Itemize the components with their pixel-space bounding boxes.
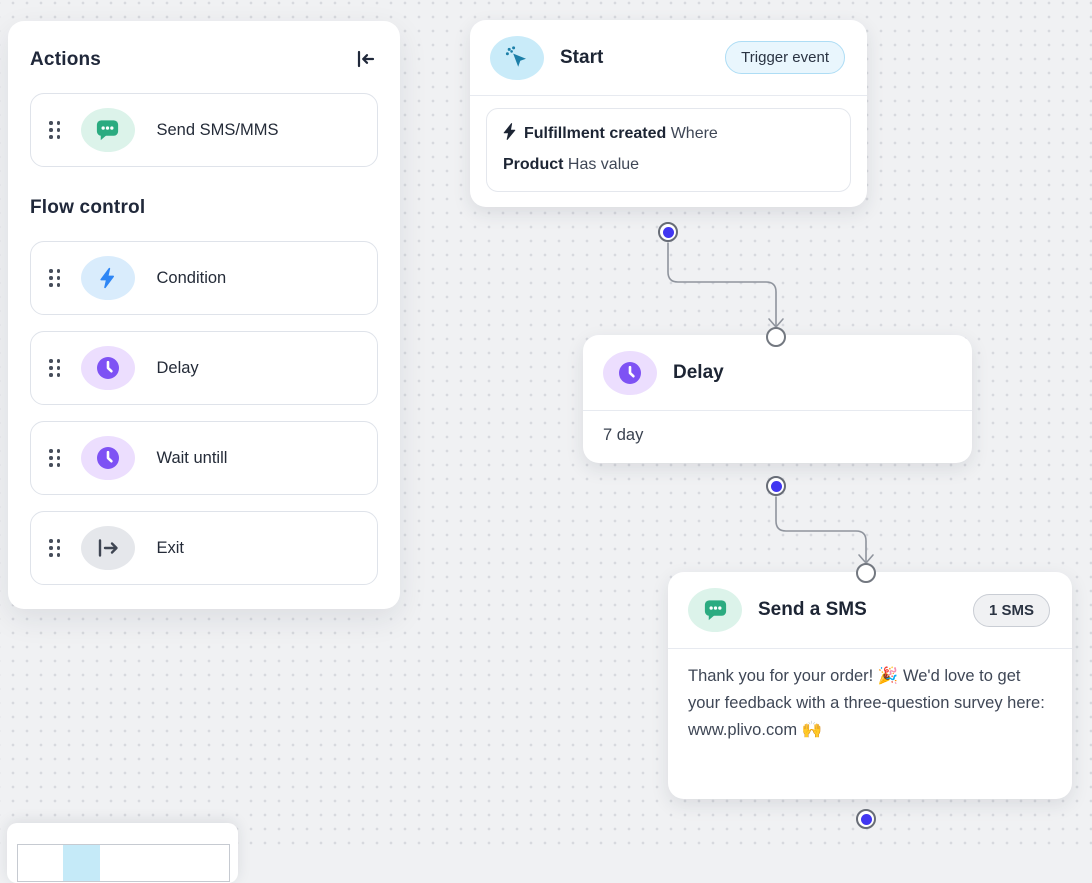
node-start[interactable]: Start Trigger event Fulfillment created … [470, 20, 867, 207]
node-start-header: Start Trigger event [470, 20, 867, 96]
panel-header: Actions [30, 45, 378, 75]
palette-item-label: Delay [156, 358, 199, 377]
palette-item-exit[interactable]: Exit [30, 511, 378, 585]
collapse-left-icon [354, 48, 376, 73]
edge-delay-to-sms [775, 496, 867, 564]
trigger-field-name: Product [503, 156, 564, 173]
sms-message-text: Thank you for your order! 🎉 We'd love to… [688, 667, 1045, 739]
palette-item-label: Condition [156, 268, 227, 287]
lightning-bolt-icon [503, 121, 517, 150]
source-handle-sms[interactable] [856, 809, 876, 829]
delay-clock-icon [603, 350, 657, 395]
minimap-viewport[interactable] [63, 845, 100, 881]
drag-handle-icon[interactable] [49, 359, 61, 377]
sms-chat-icon [688, 588, 742, 632]
sms-count-badge: 1 SMS [972, 593, 1050, 627]
source-handle-delay[interactable] [766, 476, 786, 496]
collapse-panel-button[interactable] [352, 46, 378, 75]
trigger-condition-label: Has value [567, 156, 640, 173]
start-click-cursor-icon [490, 35, 544, 80]
palette-item-label: Wait untill [156, 448, 228, 467]
node-delay[interactable]: Delay 7 day [583, 335, 972, 463]
arrowhead-icon [768, 318, 784, 328]
panel-title: Actions [30, 49, 102, 70]
drag-handle-icon[interactable] [49, 449, 61, 467]
trigger-event-badge: Trigger event [725, 41, 845, 74]
delay-duration-value: 7 day [603, 426, 644, 444]
node-send-sms[interactable]: Send a SMS 1 SMS Thank you for your orde… [668, 572, 1072, 799]
arrowhead-icon [858, 554, 874, 564]
node-title: Delay [673, 361, 724, 383]
wait-until-clock-icon [80, 436, 135, 480]
delay-clock-icon [80, 346, 135, 390]
edge-start-to-delay [667, 242, 777, 328]
section-header-flow-control: Flow control [30, 193, 378, 223]
trigger-where-label: Where [670, 125, 718, 142]
node-sms-header: Send a SMS 1 SMS [668, 572, 1072, 649]
palette-item-label: Send SMS/MMS [156, 120, 279, 139]
palette-item-send-sms-mms[interactable]: Send SMS/MMS [30, 93, 378, 167]
source-handle-start[interactable] [658, 222, 678, 242]
condition-bolt-icon [80, 256, 135, 300]
drag-handle-icon[interactable] [49, 539, 61, 557]
exit-icon [80, 526, 135, 570]
palette-item-condition[interactable]: Condition [30, 241, 378, 315]
trigger-event-name: Fulfillment created [524, 125, 667, 142]
sms-chat-icon [80, 108, 135, 152]
trigger-condition-card[interactable]: Fulfillment created Where Product Has va… [486, 108, 851, 192]
drag-handle-icon[interactable] [49, 121, 61, 139]
section-title: Flow control [30, 197, 146, 218]
drag-handle-icon[interactable] [49, 269, 61, 287]
actions-panel: Actions Send SMS/M [8, 21, 400, 609]
minimap-frame [17, 844, 230, 882]
palette-item-wait-until[interactable]: Wait untill [30, 421, 378, 495]
palette-item-label: Exit [156, 538, 185, 557]
minimap[interactable] [7, 823, 238, 883]
node-title: Send a SMS [758, 599, 867, 620]
node-title: Start [560, 46, 604, 68]
palette-item-delay[interactable]: Delay [30, 331, 378, 405]
node-delay-header: Delay [583, 335, 972, 411]
node-start-body: Fulfillment created Where Product Has va… [470, 96, 867, 208]
